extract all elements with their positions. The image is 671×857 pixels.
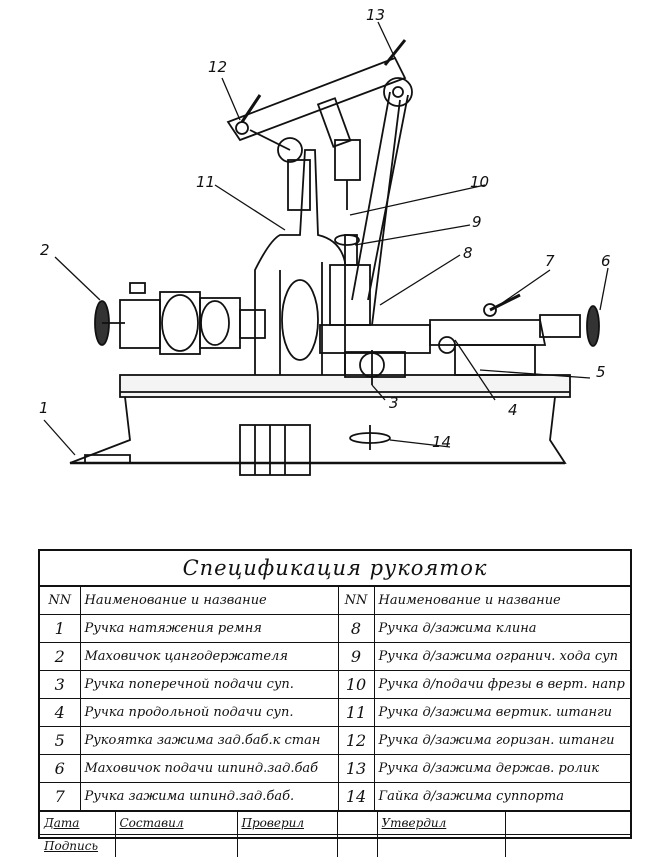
callout-7: 7 xyxy=(545,252,555,270)
row-num: 4 xyxy=(40,699,80,727)
table-row: 4 Ручка продольной подачи суп. 11 Ручка … xyxy=(40,699,630,727)
row-name: Ручка продольной подачи суп. xyxy=(80,699,338,727)
row-num: 14 xyxy=(338,783,374,811)
row-name: Маховичок подачи шпинд.зад.баб xyxy=(80,755,338,783)
header-row: NN Наименование и название NN Наименован… xyxy=(40,587,630,615)
signature-row: Подпись xyxy=(40,835,630,857)
row-name: Ручка натяжения ремня xyxy=(80,615,338,643)
signature-header-row: Дата Составил Проверил Утвердил xyxy=(40,812,630,835)
footer-blank xyxy=(337,835,377,857)
row-name: Ручка д/подачи фрезы в верт. напр xyxy=(374,671,630,699)
row-num: 5 xyxy=(40,727,80,755)
row-name: Гайка д/зажима суппорта xyxy=(374,783,630,811)
footer-blank xyxy=(237,835,337,857)
row-name: Рукоятка зажима зад.баб.к стан xyxy=(80,727,338,755)
row-num: 13 xyxy=(338,755,374,783)
row-name: Ручка зажима шпинд.зад.баб. xyxy=(80,783,338,811)
callout-14: 14 xyxy=(432,433,451,451)
row-name: Ручка поперечной подачи суп. xyxy=(80,671,338,699)
callout-4: 4 xyxy=(508,401,518,419)
row-name: Маховичок цангодержателя xyxy=(80,643,338,671)
row-num: 3 xyxy=(40,671,80,699)
col-nn: NN xyxy=(40,587,80,615)
callout-10: 10 xyxy=(470,173,489,191)
callout-2: 2 xyxy=(40,241,50,259)
footer-compiled: Составил xyxy=(115,812,237,835)
row-num: 8 xyxy=(338,615,374,643)
spec-table: Спецификация рукояток NN Наименование и … xyxy=(38,549,632,839)
table-row: 1 Ручка натяжения ремня 8 Ручка д/зажима… xyxy=(40,615,630,643)
footer-blank xyxy=(505,835,630,857)
signature-block: Дата Составил Проверил Утвердил Подпись xyxy=(40,811,630,857)
footer-blank xyxy=(337,812,377,835)
row-num: 2 xyxy=(40,643,80,671)
row-name: Ручка д/зажима огранич. хода суп xyxy=(374,643,630,671)
callout-9: 9 xyxy=(472,213,482,231)
callout-8: 8 xyxy=(463,244,473,262)
col-nn-2: NN xyxy=(338,587,374,615)
footer-approved: Утвердил xyxy=(377,812,505,835)
callout-1: 1 xyxy=(39,399,49,417)
spec-title: Спецификация рукояток xyxy=(40,551,630,587)
row-name: Ручка д/зажима клина xyxy=(374,615,630,643)
table-row: 6 Маховичок подачи шпинд.зад.баб 13 Ручк… xyxy=(40,755,630,783)
row-name: Ручка д/зажима держав. ролик xyxy=(374,755,630,783)
headstock xyxy=(120,283,265,354)
row-num: 12 xyxy=(338,727,374,755)
table-row: 5 Рукоятка зажима зад.баб.к стан 12 Ручк… xyxy=(40,727,630,755)
row-num: 11 xyxy=(338,699,374,727)
table-row: 3 Ручка поперечной подачи суп. 10 Ручка … xyxy=(40,671,630,699)
callout-11: 11 xyxy=(196,173,215,191)
callout-13: 13 xyxy=(366,6,385,24)
callout-6: 6 xyxy=(601,252,611,270)
table-row: 7 Ручка зажима шпинд.зад.баб. 14 Гайка д… xyxy=(40,783,630,811)
col-name: Наименование и название xyxy=(80,587,338,615)
footer-blank xyxy=(505,812,630,835)
col-name-2: Наименование и название xyxy=(374,587,630,615)
row-name: Ручка д/зажима горизан. штанги xyxy=(374,727,630,755)
table-row: 2 Маховичок цангодержателя 9 Ручка д/заж… xyxy=(40,643,630,671)
row-num: 1 xyxy=(40,615,80,643)
machine-base xyxy=(70,375,570,475)
footer-date: Дата xyxy=(40,812,115,835)
row-num: 7 xyxy=(40,783,80,811)
footer-blank xyxy=(377,835,505,857)
row-num: 10 xyxy=(338,671,374,699)
carriage xyxy=(320,235,430,385)
row-name: Ручка д/зажима вертик. штанги xyxy=(374,699,630,727)
handle-14 xyxy=(350,425,390,450)
spec-rows: NN Наименование и название NN Наименован… xyxy=(40,587,630,811)
footer-signature: Подпись xyxy=(40,835,115,857)
footer-blank xyxy=(115,835,237,857)
callout-5: 5 xyxy=(596,363,606,381)
column xyxy=(255,150,345,375)
row-num: 9 xyxy=(338,643,374,671)
machine-drawing: 1 2 3 4 5 6 7 8 9 10 11 12 13 14 xyxy=(0,0,671,525)
footer-checked: Проверил xyxy=(237,812,337,835)
callout-3: 3 xyxy=(389,394,399,412)
callout-12: 12 xyxy=(208,58,227,76)
tailstock xyxy=(430,295,599,375)
row-num: 6 xyxy=(40,755,80,783)
